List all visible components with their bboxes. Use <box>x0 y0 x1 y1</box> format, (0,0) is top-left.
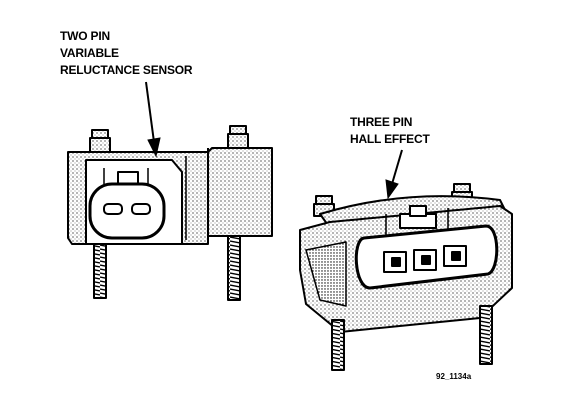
three-pin-sensor <box>299 183 513 371</box>
two-pin-label: TWO PIN VARIABLE RELUCTANCE SENSOR <box>60 28 193 79</box>
two-pin-arrow <box>145 81 161 158</box>
two-pin-label-line3: RELUCTANCE SENSOR <box>60 63 193 77</box>
figure-id: 92_1134a <box>436 372 472 381</box>
two-pin-top-nut-right <box>227 125 249 149</box>
three-pin-pins <box>383 245 467 273</box>
two-pin-stud-right <box>227 235 241 301</box>
two-pin-label-line2: VARIABLE <box>60 46 119 60</box>
two-pin-pin-2 <box>131 203 151 215</box>
two-pin-sensor <box>67 125 273 301</box>
two-pin-pin-1 <box>103 203 123 215</box>
three-pin-arrow <box>385 149 403 200</box>
three-pin-label-line1: THREE PIN <box>350 115 413 129</box>
three-pin-stud-left <box>331 319 345 371</box>
two-pin-plug <box>88 182 166 240</box>
three-pin-stud-right <box>479 305 493 365</box>
three-pin-label: THREE PIN HALL EFFECT <box>350 114 430 148</box>
three-pin-label-line2: HALL EFFECT <box>350 132 430 146</box>
two-pin-top-nut-left <box>89 129 111 153</box>
two-pin-stud-left <box>93 243 107 299</box>
two-pin-label-line1: TWO PIN <box>60 29 110 43</box>
